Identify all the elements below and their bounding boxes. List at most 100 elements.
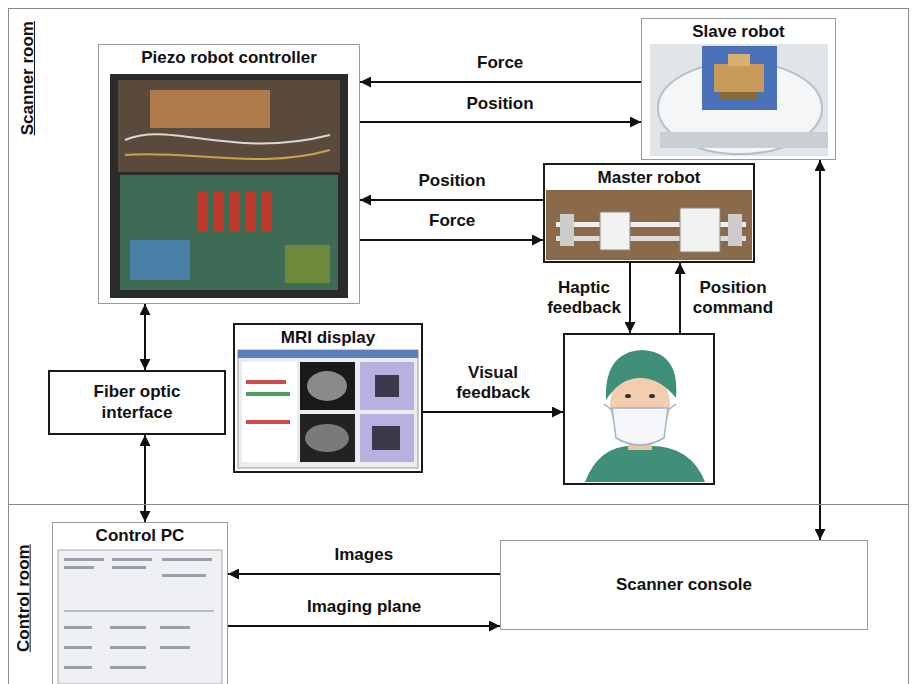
cap [606,350,676,400]
room-label: Control room [14,544,34,652]
ui-line [64,610,214,612]
edge-label: Position [416,171,489,191]
connector [230,192,240,232]
ui-text [64,558,104,561]
mri-slice [300,414,355,462]
connector [262,192,272,232]
mask-tie [604,404,676,410]
connector-arrow [629,263,631,333]
connector [246,192,256,232]
robot-panel [702,46,777,110]
box-title: Slave robot [689,22,788,42]
edge-label: Force [474,53,526,73]
connector-arrow [423,411,563,413]
mri-slice [300,362,355,410]
connector-arrow [360,121,641,123]
room-band: Scanner room Piezo robot controller Slave … [8,8,909,505]
ui-text [64,626,92,629]
ui-text [64,566,94,569]
eye [625,394,631,398]
bar [246,392,290,396]
edge-label: Visual feedback [449,363,537,404]
slave-robot-picture [650,44,828,156]
console-box: Scanner console [500,540,868,630]
3d-view [360,362,414,410]
edge-label: Haptic feedback [540,278,628,319]
connector-arrow [360,239,543,241]
ui-text [64,646,92,649]
robot-top [728,54,750,66]
wire [125,150,330,159]
anatomy [307,371,347,401]
scanner-room [650,44,828,156]
connector-arrow [819,160,821,540]
bar [246,420,290,424]
side-panel [242,362,297,462]
ui-text [160,646,190,649]
connector-arrow [360,81,641,83]
connector-arrow [228,625,500,627]
window [238,350,418,468]
connector-arrow [228,573,500,575]
wire [125,134,330,143]
process-box: MRI display [233,323,423,473]
end-block [560,214,574,246]
ui-text [110,646,146,649]
master-robot-photo [546,190,752,260]
robot-model [375,375,399,397]
surgeon-figure [585,350,705,482]
control-pc-screenshot [58,550,222,684]
wood-ground [546,190,752,260]
ui-text [162,558,212,561]
robot-model [372,426,400,450]
copper-plate [150,90,270,128]
edge-label: Force [426,211,478,231]
edge-label: Images [332,545,397,565]
ui-text [64,666,92,669]
box-title: Piezo robot controller [138,48,320,68]
robot-foot [720,92,758,100]
lid-wiring [118,80,340,172]
enclosure [110,74,348,298]
title-bar [238,350,418,358]
3d-view [360,414,414,462]
connector-arrow [144,435,146,522]
controller-photo [110,74,348,298]
ui-text [110,666,146,669]
process-box: Slave robot [641,18,836,160]
mri-screenshot [238,350,418,468]
box-title: Master robot [595,168,704,188]
bar [246,380,286,384]
circuit-board [120,175,338,290]
ui-text [160,626,190,629]
end-block [728,214,742,246]
connector [198,192,208,232]
surgeon-box [563,333,715,485]
board [285,245,330,283]
carriage [680,208,720,252]
ui-text [112,566,146,569]
ui-text [112,558,152,561]
connector [214,192,224,232]
process-box: Control PC [52,522,228,684]
edge-label: Position command [685,278,781,319]
box-title: Scanner console [616,575,752,595]
interface-box: Fiber optic interface [48,370,226,435]
ui-text [110,626,146,629]
window [58,550,222,684]
room-label: Scanner room [18,21,38,135]
patient-table [660,132,828,148]
process-box: Piezo robot controller [98,44,360,304]
box-title: Control PC [93,526,188,546]
edge-label: Imaging plane [304,597,424,617]
connector-arrow [144,304,146,370]
carriage [600,212,630,250]
edge-label: Position [464,94,537,114]
process-box: Master robot [543,163,755,263]
eye [649,394,655,398]
gown [585,446,705,482]
connector-arrow [679,263,681,333]
